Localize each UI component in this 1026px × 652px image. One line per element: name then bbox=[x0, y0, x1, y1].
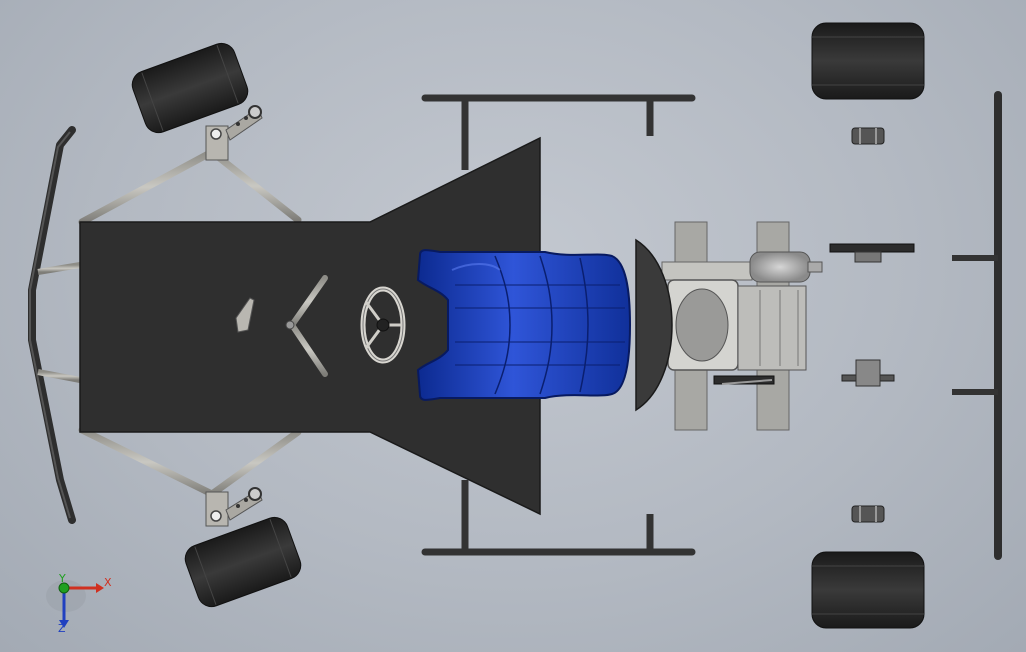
front-right-spindle[interactable] bbox=[205, 487, 263, 527]
axle-bearing-top[interactable] bbox=[851, 127, 885, 145]
coordinate-triad-icon: X Y Z bbox=[46, 572, 112, 635]
front-right-tire[interactable] bbox=[181, 513, 304, 610]
bumper-mount-top bbox=[37, 262, 81, 275]
front-left-spindle[interactable] bbox=[205, 105, 263, 161]
front-bumper-highlight bbox=[29, 131, 71, 519]
brake-disc-hub[interactable] bbox=[841, 359, 895, 387]
triad-x-label: X bbox=[104, 576, 112, 589]
steering-wheel[interactable] bbox=[360, 286, 406, 364]
right-nerf-bar[interactable] bbox=[421, 480, 696, 556]
seat-back-firewall[interactable] bbox=[635, 238, 673, 412]
driver-seat[interactable] bbox=[416, 249, 632, 401]
axle-sprocket[interactable] bbox=[829, 243, 915, 263]
engine-assembly[interactable] bbox=[661, 221, 823, 431]
triad-y-label: Y bbox=[58, 572, 66, 585]
steering-assembly[interactable] bbox=[147, 275, 383, 377]
left-nerf-bar[interactable] bbox=[421, 94, 696, 170]
front-bumper[interactable] bbox=[28, 126, 76, 524]
bumper-mount-bottom bbox=[37, 369, 81, 383]
triad-z-label: Z bbox=[58, 622, 66, 635]
rear-right-tire[interactable] bbox=[811, 551, 925, 629]
axle-bearing-bottom[interactable] bbox=[851, 505, 885, 523]
rear-left-tire[interactable] bbox=[811, 22, 925, 100]
front-left-tire[interactable] bbox=[128, 39, 251, 136]
